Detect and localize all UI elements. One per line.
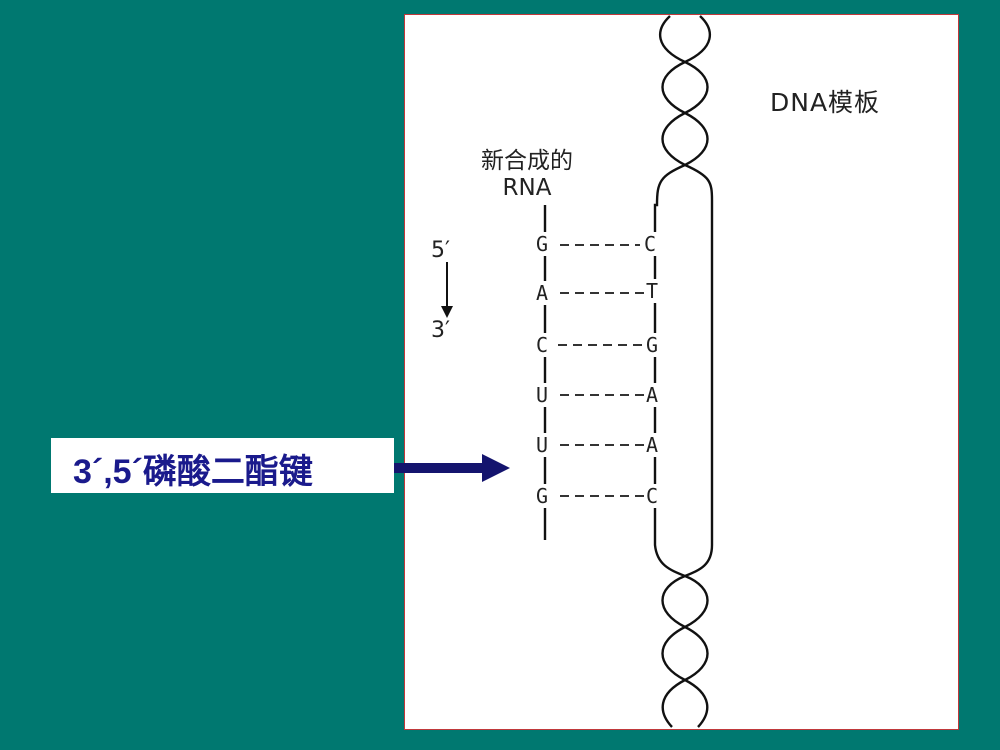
new-rna-label-line1: 新合成的	[481, 148, 573, 174]
dna-template-label: DNA模板	[770, 88, 881, 117]
dna-double-helix	[653, 15, 714, 728]
dna-base: A	[645, 433, 660, 457]
phosphodiester-bond-callout: 3´,5´磷酸二酯键	[51, 438, 394, 493]
dna-base: G	[645, 333, 660, 357]
dna-base: C	[645, 484, 660, 508]
five-prime-label: 5′	[431, 238, 450, 263]
new-rna-label-line2: RNA	[502, 175, 552, 201]
rna-base: G	[535, 232, 550, 256]
dna-base: C	[643, 232, 658, 256]
rna-base: C	[535, 333, 550, 357]
dna-base: A	[645, 383, 660, 407]
diagram-panel	[404, 14, 959, 730]
rna-base: U	[535, 433, 550, 457]
three-prime-label: 3′	[431, 318, 450, 343]
rna-base: A	[535, 281, 550, 305]
new-rna-label: 新合成的 RNA	[442, 148, 612, 202]
callout-label: 3´,5´磷酸二酯键	[73, 453, 313, 491]
callout-arrow	[373, 454, 510, 482]
base-pair-bonds	[558, 244, 645, 497]
direction-arrow	[441, 262, 453, 318]
rna-base: G	[535, 484, 550, 508]
rna-base: U	[535, 383, 550, 407]
dna-base: T	[645, 279, 660, 303]
